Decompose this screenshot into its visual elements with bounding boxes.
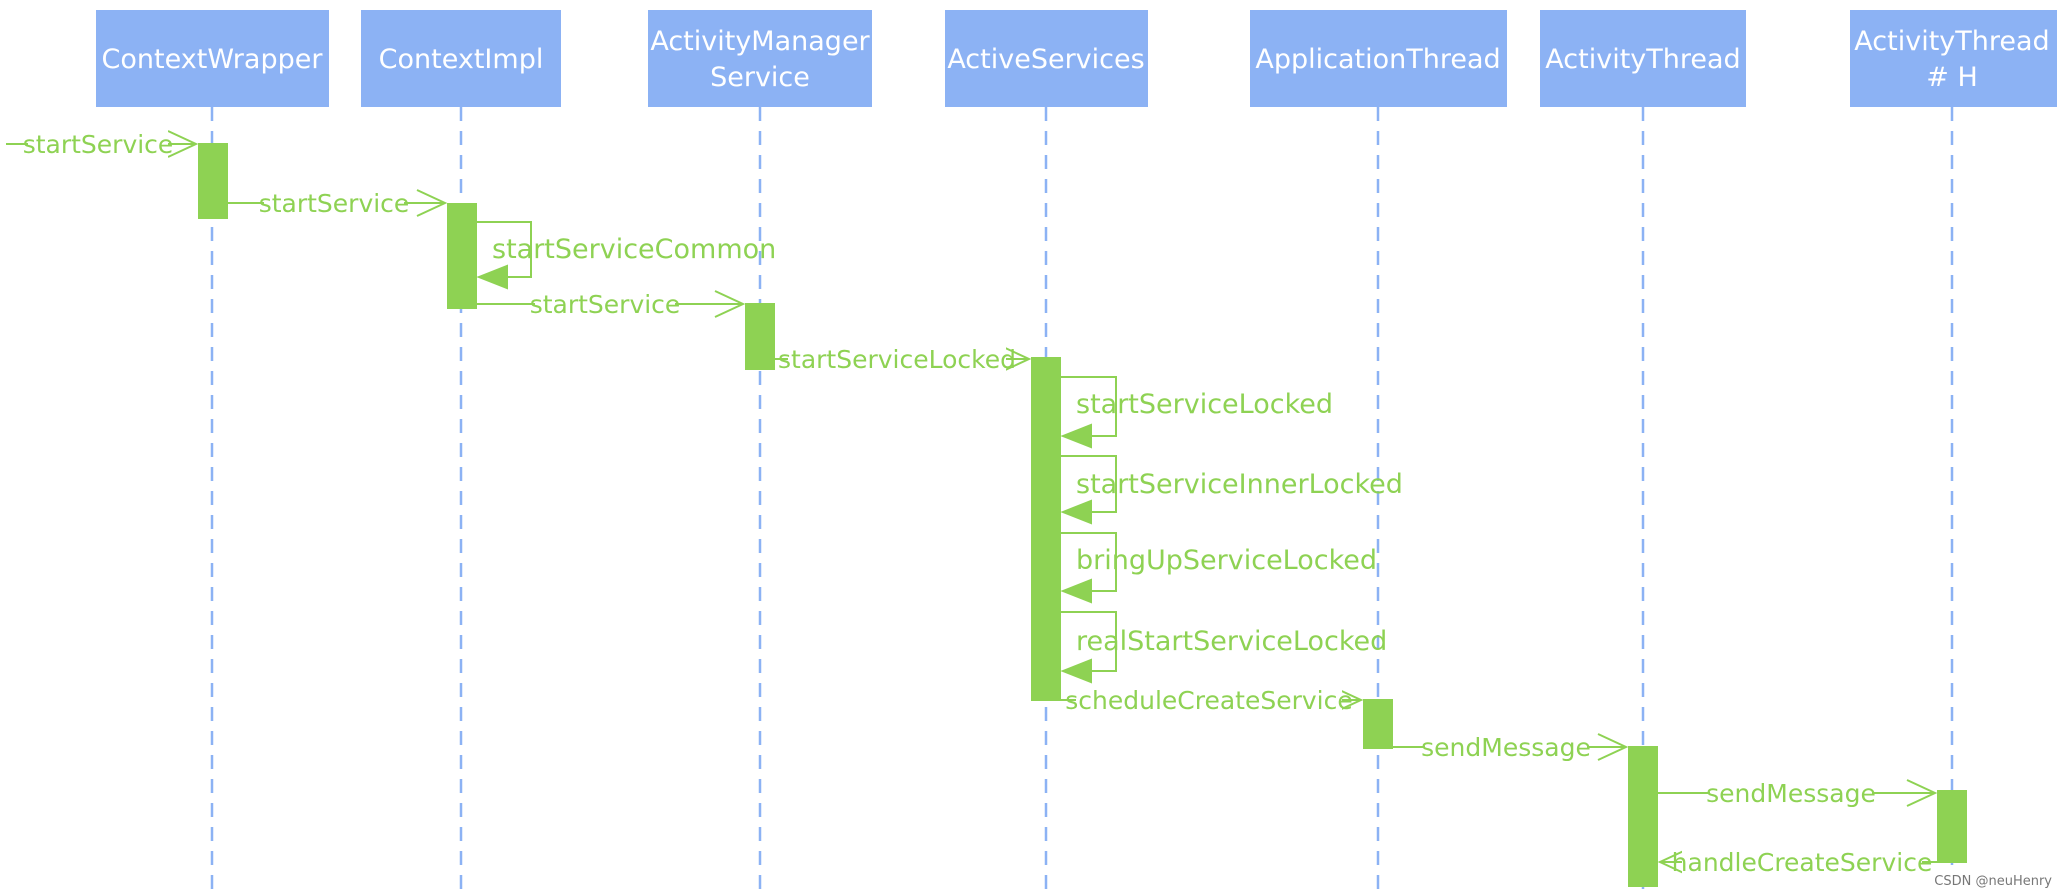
participant-label-line-2: Service: [710, 62, 810, 93]
participant-label-line-1: ActivityThread: [1854, 26, 2049, 57]
message-startservice-external: startService: [6, 128, 199, 160]
message-label: startService: [259, 189, 410, 218]
message-label: startServiceLocked: [1076, 389, 1333, 420]
message-schedulecreateservice: scheduleCreateService: [1061, 684, 1364, 716]
participant-contextwrapper: ContextWrapper: [96, 10, 329, 107]
message-self-startservicelocked: startServiceLocked: [1060, 376, 1333, 449]
message-startservicelocked-to-activeservices: startServiceLocked: [775, 343, 1032, 375]
participant-label: ContextWrapper: [102, 44, 324, 75]
message-self-realstartservicelocked: realStartServiceLocked: [1060, 611, 1387, 684]
message-label: startServiceCommon: [492, 234, 776, 265]
participant-applicationthread: ApplicationThread: [1250, 10, 1507, 107]
message-sendmessage-to-h: sendMessage: [1658, 777, 1938, 809]
participant-label: ApplicationThread: [1255, 44, 1500, 75]
participant-activeservices: ActiveServices: [945, 10, 1148, 107]
activation-activitymanagerservice: [745, 303, 775, 370]
message-sendmessage-to-activitythread: sendMessage: [1393, 731, 1629, 763]
activation-activeservices: [1031, 357, 1061, 701]
participant-contextimpl: ContextImpl: [361, 10, 561, 107]
participant-activitymanagerservice: ActivityManager Service: [648, 10, 872, 107]
participant-label: ActiveServices: [947, 44, 1144, 75]
message-label: startService: [23, 130, 174, 159]
participant-activitythread-h: ActivityThread # H: [1850, 10, 2057, 107]
message-label: sendMessage: [1706, 779, 1876, 808]
participant-label: ContextImpl: [379, 44, 544, 75]
watermark: CSDN @neuHenry: [1934, 874, 2052, 889]
activation-activitythread-h: [1937, 790, 1967, 863]
message-self-startserviceinnerlocked: startServiceInnerLocked: [1060, 455, 1403, 525]
activation-activitythread: [1628, 746, 1658, 887]
message-self-startservicecommon: startServiceCommon: [476, 221, 776, 290]
activation-applicationthread: [1363, 699, 1393, 749]
message-startservice-to-ams: startService: [477, 288, 746, 320]
activation-contextwrapper: [198, 143, 228, 219]
message-label: startService: [530, 290, 681, 319]
activation-contextimpl: [447, 203, 477, 309]
message-label: realStartServiceLocked: [1076, 626, 1387, 657]
message-startservice-to-contextimpl: startService: [228, 187, 448, 219]
message-handlecreateservice: handleCreateService: [1657, 846, 1937, 878]
participant-label-line-1: ActivityManager: [650, 26, 870, 57]
message-label: startServiceInnerLocked: [1076, 469, 1403, 500]
message-label: bringUpServiceLocked: [1076, 545, 1377, 576]
participant-label: ActivityThread: [1545, 44, 1740, 75]
message-label: handleCreateService: [1672, 848, 1933, 877]
message-label: sendMessage: [1421, 733, 1591, 762]
participant-activitythread: ActivityThread: [1540, 10, 1746, 107]
message-label: startServiceLocked: [778, 345, 1016, 374]
participant-label-line-2: # H: [1926, 62, 1978, 93]
message-label: scheduleCreateService: [1065, 686, 1353, 715]
message-self-bringupservicelocked: bringUpServiceLocked: [1060, 532, 1377, 604]
